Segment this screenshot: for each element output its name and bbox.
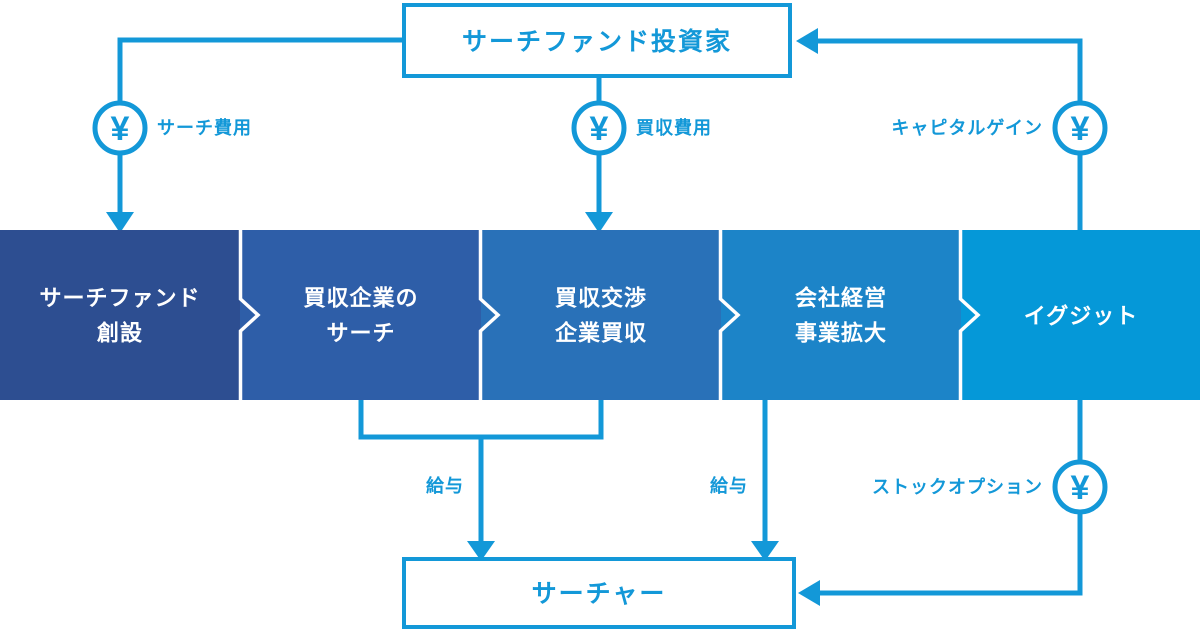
stage-box-fund-creation [0, 230, 240, 400]
capital-gain-label: キャピタルゲイン [891, 117, 1043, 138]
yen-icon: ¥ [1052, 100, 1108, 156]
yen-circle [1052, 100, 1108, 156]
connector-stock-option [798, 400, 1083, 606]
salary-bracket-line [358, 400, 604, 440]
stage-label-negotiation-line2: 企業買収 [554, 321, 647, 346]
searcher-box [402, 557, 796, 629]
arrow-left-icon [796, 28, 818, 54]
investor-node: サーチファンド投資家 [402, 3, 792, 78]
salary-search-label: 給与 [426, 475, 464, 496]
searcher-label: サーチャー [532, 580, 667, 608]
arrow-down-icon [106, 212, 134, 233]
stage-label-fund-creation-line2: 創設 [97, 321, 143, 346]
stage-box-management-expansion [721, 230, 961, 400]
yen-symbol: ¥ [590, 110, 609, 148]
stage-label-negotiation: 買収交渉 [555, 286, 647, 311]
stage-box-negotiation-acquisition [481, 230, 721, 400]
yen-symbol: ¥ [1071, 110, 1090, 148]
searcher-node: サーチャー [402, 557, 796, 629]
connector-salary-from-management [751, 400, 779, 561]
stage-box-exit [961, 230, 1200, 400]
investor-box [402, 3, 792, 78]
search-cost-line [117, 37, 404, 214]
connector-search-cost [106, 37, 404, 233]
stage-label-company-search-line2: サーチ [326, 321, 395, 346]
search-cost-label: サーチ費用 [157, 117, 252, 138]
yen-icon: ¥ [92, 100, 148, 156]
stage-divider-chevron-icon [478, 230, 501, 400]
stage-box-company-search [240, 230, 481, 400]
stage-label-exit: イグジット [1024, 304, 1139, 329]
stage-divider-chevron-icon [958, 230, 981, 400]
yen-icon: ¥ [1052, 459, 1108, 515]
acquisition-cost-label: 買収費用 [636, 117, 712, 138]
yen-circle [1052, 459, 1108, 515]
investor-label: サーチファンド投資家 [462, 27, 732, 56]
yen-symbol: ¥ [1071, 469, 1090, 507]
stage-label-company-search: 買収企業の [303, 286, 418, 311]
yen-icon: ¥ [571, 100, 627, 156]
stage-label-management-line2: 事業拡大 [795, 321, 887, 346]
stage-divider-chevron-icon [238, 230, 261, 400]
connector-salary-from-search [358, 400, 604, 561]
yen-circle [571, 100, 627, 156]
arrow-down-icon [751, 541, 779, 561]
stock-option-label: ストックオプション [872, 476, 1043, 497]
stage-label-fund-creation: サーチファンド [39, 286, 200, 311]
salary-management-label: 給与 [710, 475, 748, 496]
stage-row: サーチファンド 創設 買収企業の サーチ 買収交渉 企業買収 会社経営 事業拡大… [0, 230, 1200, 400]
stage-label-management: 会社経営 [795, 286, 887, 311]
arrow-down-icon [467, 541, 495, 561]
stage-divider-chevron-icon [718, 230, 741, 400]
arrow-left-icon [798, 580, 820, 606]
yen-symbol: ¥ [111, 110, 130, 148]
capital-gain-line [816, 38, 1083, 231]
arrow-down-icon [585, 212, 613, 233]
yen-circle [92, 100, 148, 156]
connector-capital-gain [796, 28, 1083, 231]
